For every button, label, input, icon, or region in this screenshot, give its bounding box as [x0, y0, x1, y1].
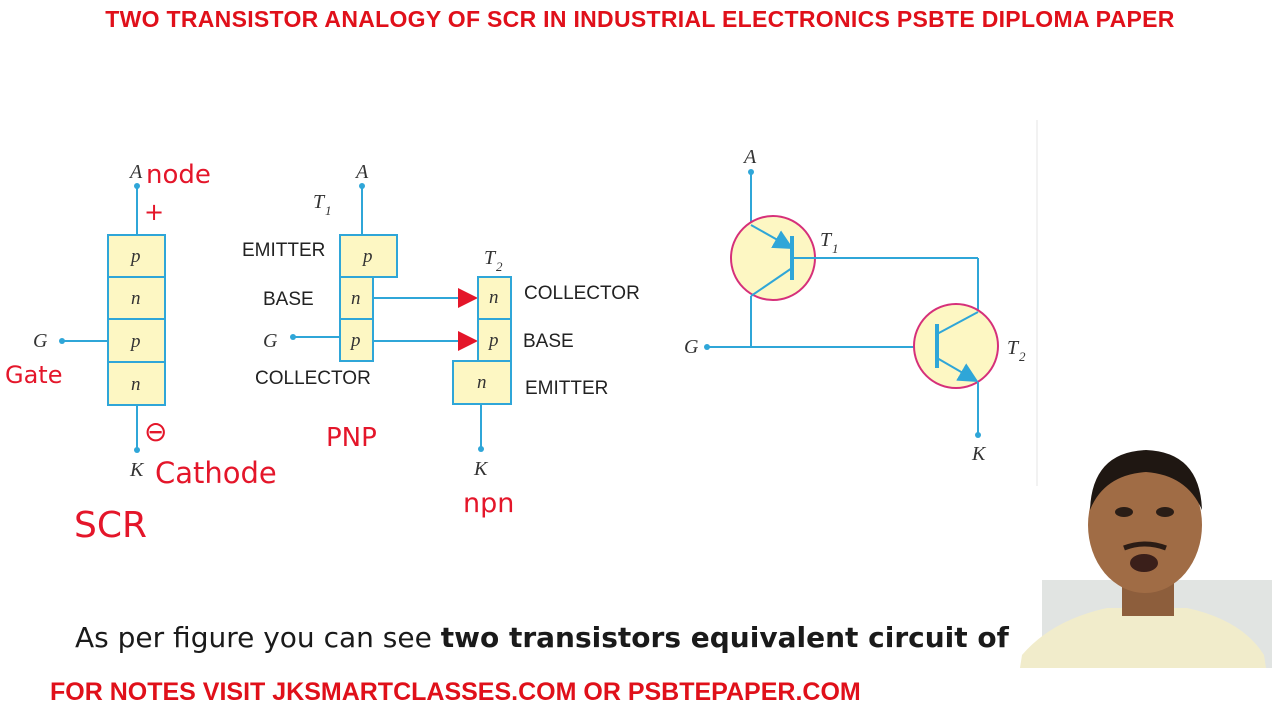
handwritten-cathode: Cathode: [155, 456, 277, 490]
scr-layer-2: [107, 276, 166, 320]
handwritten-minus: ⊖: [144, 415, 167, 448]
npn-layer-2-label: p: [487, 330, 499, 351]
handwritten-gate: Gate: [5, 361, 62, 389]
circuit-t2-label: T: [1007, 337, 1020, 359]
npn-layer-3-label: n: [477, 372, 487, 393]
circuit-cathode-letter: K: [971, 443, 987, 465]
handwritten-npn: npn: [463, 488, 514, 519]
pnp-layer-2-label: n: [351, 288, 361, 309]
caption-plain: As per figure you can see: [75, 621, 441, 654]
circuit-t2-subscript: 2: [1019, 349, 1026, 364]
split-anode-letter: A: [354, 161, 369, 183]
handwritten-plus: +: [144, 198, 164, 226]
scr-layer-4-label: n: [131, 374, 141, 395]
split-transistor-blocks: A T 1 p n p EMITTER BASE COLLECTOR G T 2…: [242, 161, 640, 480]
handwritten-pnp: PNP: [326, 423, 377, 453]
circuit-anode-letter: A: [742, 146, 757, 168]
scr-layer-1: [107, 234, 166, 278]
npn-layer-1-label: n: [489, 287, 499, 308]
scr-layer-2-label: n: [131, 288, 141, 309]
scr-anode-letter: A: [128, 161, 143, 183]
handwritten-annotations: node + Gate ⊖ Cathode SCR PNP npn: [5, 160, 514, 546]
t2-subscript: 2: [496, 259, 503, 274]
pnp-layer-3-label: p: [349, 330, 361, 351]
page-title: TWO TRANSISTOR ANALOGY OF SCR IN INDUSTR…: [105, 6, 1175, 32]
npn-collector-label: COLLECTOR: [524, 283, 640, 304]
pnp-emitter-label: EMITTER: [242, 240, 325, 261]
split-gate-letter: G: [263, 330, 278, 352]
pnp-layer-1-label: p: [361, 246, 373, 267]
scr-cathode-letter: K: [129, 459, 145, 481]
pnp-collector-layer: [339, 318, 374, 362]
pnp-base-label: BASE: [263, 289, 314, 310]
scr-gate-letter: G: [33, 330, 48, 352]
circuit-t1-label: T: [820, 229, 833, 251]
handwritten-anode: node: [146, 160, 211, 190]
t2-label: T: [484, 247, 497, 269]
npn-emitter-label: EMITTER: [525, 378, 608, 399]
split-cathode-letter: K: [473, 458, 489, 480]
caption-bold: two transistors equivalent circuit of: [440, 621, 1009, 654]
pnp-collector-label: COLLECTOR: [255, 368, 371, 389]
npn-base-label: BASE: [523, 331, 574, 352]
footer-banner: FOR NOTES VISIT JKSMARTCLASSES.COM OR PS…: [0, 668, 1280, 720]
circuit-gate-letter: G: [684, 336, 699, 358]
narration-caption: As per figure you can see two transistor…: [75, 618, 1035, 666]
scr-layer-3-label: p: [129, 331, 141, 352]
footer-text: FOR NOTES VISIT JKSMARTCLASSES.COM OR PS…: [50, 678, 861, 706]
t1-label: T: [313, 191, 326, 213]
t1-subscript: 1: [325, 203, 332, 218]
handwritten-scr: SCR: [74, 505, 147, 546]
scr-layer-1-label: p: [129, 246, 141, 267]
scr-block: A p n p n G K: [33, 161, 166, 481]
npn-emitter-layer: [452, 360, 512, 405]
transistor-circuit: A T 1 G T 2 K: [684, 146, 1026, 465]
circuit-t1-subscript: 1: [832, 241, 839, 256]
t2-transistor-symbol: [913, 303, 999, 389]
